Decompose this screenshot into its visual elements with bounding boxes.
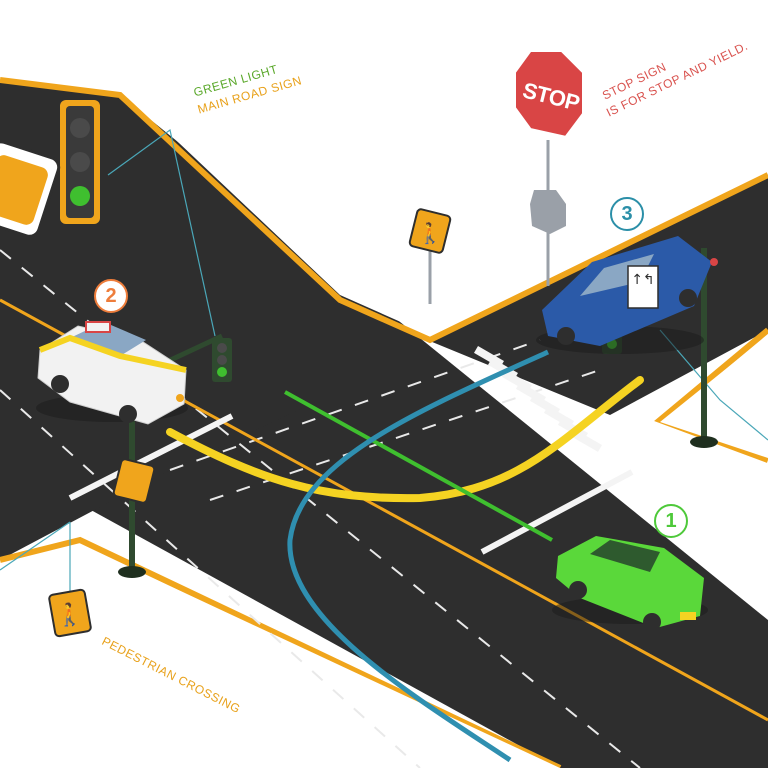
main-road-sign [0,140,61,238]
sidewalk-top [120,0,768,335]
pedestrian-sign-upper: 🚶 [408,208,452,304]
sidewalk-right [660,335,768,458]
stop-octagon [512,48,586,141]
cross-road-upper [330,175,768,415]
stop-sign [512,48,586,286]
car-blue: ↑↰ [536,236,718,354]
marker-two: 2 [94,279,128,313]
blue-path [287,349,550,763]
car-taxi [36,321,188,425]
stop-sign-back [530,190,566,234]
pedestrian-sign-lower: 🚶 [48,588,92,638]
curb-right [654,327,768,463]
stop-line-left [68,413,234,501]
curb-bottom [0,536,562,768]
stop-line-right [480,469,634,555]
traffic-light-main [60,100,100,224]
car-green [552,536,708,631]
marker-one: 1 [654,504,688,538]
sidewalk-top-left [0,0,118,88]
sidewalk-bottom-left [0,545,560,768]
svg-text:↑↰: ↑↰ [631,272,654,288]
marker-three: 3 [610,197,644,231]
curb-top-left [0,77,768,344]
svg-text:🚶: 🚶 [56,602,83,628]
yellow-path [166,376,644,503]
svg-text:🚶: 🚶 [418,221,443,245]
green-path [284,390,553,542]
